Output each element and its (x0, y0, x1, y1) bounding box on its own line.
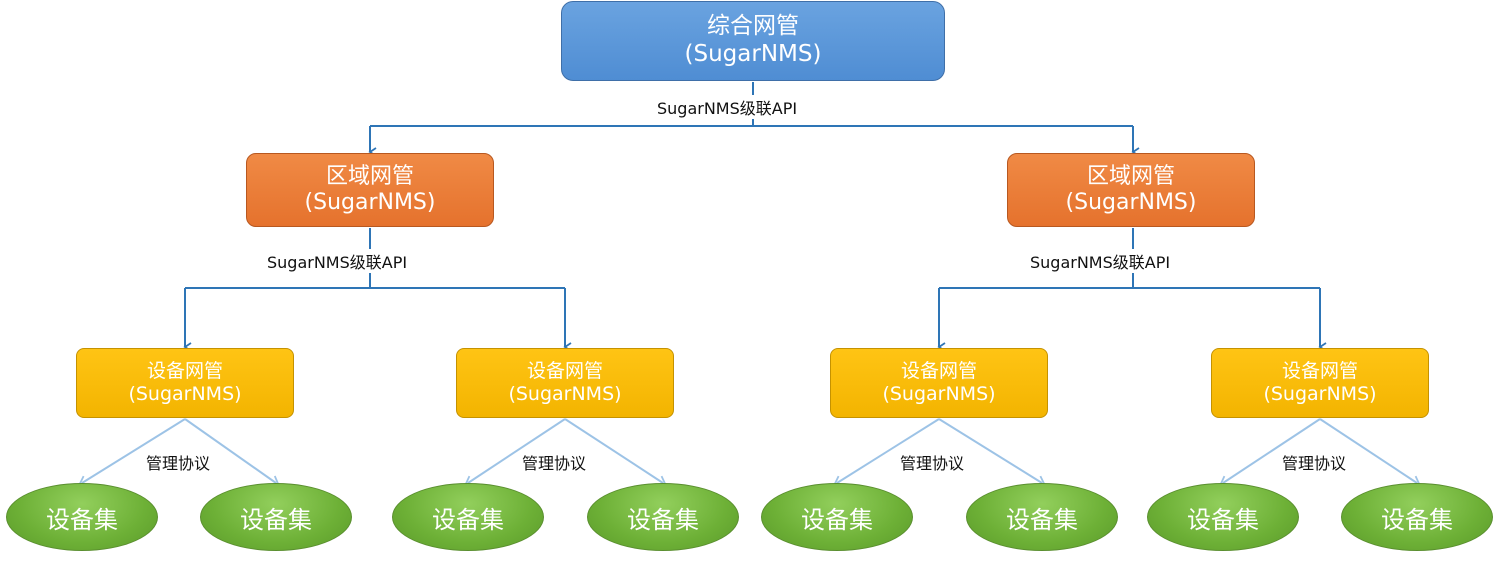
node-subtitle: (SugarNMS) (882, 383, 996, 405)
device-nms-node-4[interactable]: 设备网管 (SugarNMS) (1211, 348, 1429, 418)
protocol-label-3: 管理协议 (898, 450, 967, 474)
node-title: 区域网管 (325, 163, 414, 189)
node-subtitle: (SugarNMS) (304, 190, 436, 215)
device-set-8[interactable]: 设备集 (1341, 483, 1493, 551)
protocol-label-4: 管理协议 (1280, 450, 1349, 474)
region-connector-left (183, 228, 572, 352)
node-subtitle: (SugarNMS) (508, 383, 622, 405)
device-set-3[interactable]: 设备集 (392, 483, 544, 551)
node-title: 综合网管 (707, 13, 799, 40)
device-nms-node-2[interactable]: 设备网管 (SugarNMS) (456, 348, 674, 418)
device-set-1[interactable]: 设备集 (6, 483, 158, 551)
protocol-label-2: 管理协议 (520, 450, 589, 474)
node-title: 设备网管 (526, 360, 603, 383)
regional-nms-node-left[interactable]: 区域网管 (SugarNMS) (246, 153, 494, 227)
device-set-5[interactable]: 设备集 (761, 483, 913, 551)
cascade-api-label-top: SugarNMS级联API (655, 95, 800, 119)
node-subtitle: (SugarNMS) (1263, 383, 1377, 405)
node-subtitle: (SugarNMS) (1065, 190, 1197, 215)
node-title: 区域网管 (1086, 163, 1175, 189)
device-set-4[interactable]: 设备集 (587, 483, 739, 551)
node-subtitle: (SugarNMS) (684, 41, 822, 67)
integrated-nms-node[interactable]: 综合网管 (SugarNMS) (561, 1, 945, 81)
protocol-label-1: 管理协议 (144, 450, 213, 474)
node-title: 设备网管 (146, 360, 223, 383)
protocol-connectors (78, 418, 1421, 486)
cascade-api-label-right: SugarNMS级联API (1028, 249, 1173, 273)
node-title: 设备网管 (900, 360, 977, 383)
device-set-2[interactable]: 设备集 (200, 483, 352, 551)
region-connector-right (937, 228, 1327, 352)
device-set-6[interactable]: 设备集 (966, 483, 1118, 551)
device-nms-node-3[interactable]: 设备网管 (SugarNMS) (830, 348, 1048, 418)
node-subtitle: (SugarNMS) (128, 383, 242, 405)
device-set-7[interactable]: 设备集 (1147, 483, 1299, 551)
node-title: 设备网管 (1281, 360, 1358, 383)
cascade-api-label-left: SugarNMS级联API (265, 249, 410, 273)
device-nms-node-1[interactable]: 设备网管 (SugarNMS) (76, 348, 294, 418)
regional-nms-node-right[interactable]: 区域网管 (SugarNMS) (1007, 153, 1255, 227)
